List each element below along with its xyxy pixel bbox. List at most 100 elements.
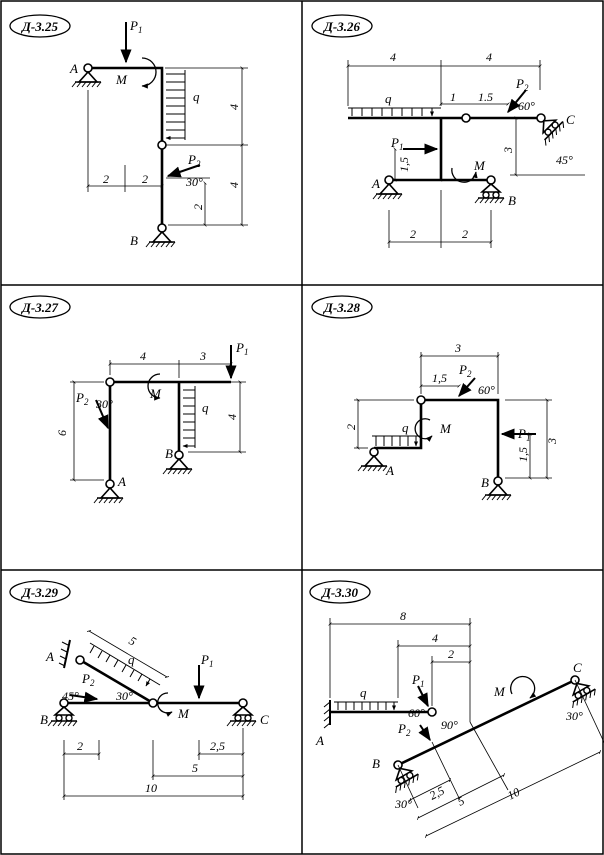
hinge	[105, 377, 115, 387]
svg-text:1,5: 1,5	[516, 447, 530, 462]
svg-text:P2: P2	[515, 76, 529, 93]
svg-text:2,5: 2,5	[427, 783, 447, 802]
problem-d325: Д-3.25 A B	[9, 14, 248, 248]
svg-text:P1: P1	[411, 672, 424, 689]
svg-text:30°: 30°	[394, 797, 412, 811]
hinge	[427, 707, 437, 717]
problem-tag: Д-3.26	[311, 14, 373, 38]
svg-text:8: 8	[400, 609, 406, 623]
svg-text:A: A	[371, 176, 380, 191]
dimension-lines	[328, 618, 604, 839]
svg-text:2,5: 2,5	[210, 739, 225, 753]
moment-arrow	[510, 675, 537, 699]
dimension-lines	[70, 360, 246, 482]
svg-text:B: B	[508, 193, 516, 208]
problem-tag: Д-3.30	[309, 580, 371, 604]
svg-text:5: 5	[127, 633, 139, 648]
svg-text:6: 6	[55, 430, 69, 436]
svg-text:2: 2	[142, 172, 148, 186]
hinge	[461, 113, 471, 123]
svg-text:P1: P1	[517, 426, 530, 443]
moment-arrow	[414, 418, 433, 442]
hinge	[416, 395, 426, 405]
force-arrow	[95, 399, 109, 430]
moment-arrow	[157, 692, 173, 717]
moment-arrow	[147, 373, 161, 401]
dimension-lines	[62, 630, 245, 800]
svg-text:P1: P1	[200, 652, 213, 669]
problem-d326: Д-3.26	[311, 14, 585, 248]
svg-text:5: 5	[455, 793, 467, 808]
svg-text:4: 4	[225, 414, 239, 420]
svg-text:A: A	[385, 463, 394, 478]
svg-text:B: B	[481, 475, 489, 490]
support-pin-b	[145, 223, 176, 248]
support-roller-b	[381, 754, 422, 794]
svg-text:1,5: 1,5	[432, 371, 447, 385]
svg-text:A: A	[315, 733, 324, 748]
svg-text:30°: 30°	[115, 689, 133, 703]
svg-text:5: 5	[192, 761, 198, 775]
svg-text:C: C	[260, 712, 269, 727]
svg-text:Д-3.29: Д-3.29	[21, 585, 58, 600]
support-roller-c	[558, 669, 599, 709]
svg-text:2: 2	[77, 739, 83, 753]
svg-text:4: 4	[486, 50, 492, 64]
beam	[88, 66, 164, 225]
wall-support-a	[58, 639, 71, 669]
svg-text:Д-3.27: Д-3.27	[21, 300, 58, 315]
problem-tag: Д-3.27	[9, 295, 71, 319]
svg-text:M: M	[439, 421, 452, 436]
dimension-lines	[346, 60, 585, 248]
distributed-load	[372, 435, 421, 446]
svg-text:30°: 30°	[185, 175, 203, 189]
hinge	[148, 698, 158, 708]
svg-text:10: 10	[145, 781, 157, 795]
svg-text:2: 2	[462, 227, 468, 241]
svg-text:q: q	[402, 420, 409, 435]
svg-text:90°: 90°	[441, 718, 458, 732]
svg-text:2: 2	[344, 424, 358, 430]
moment-arrow	[141, 57, 157, 89]
svg-text:4: 4	[140, 349, 146, 363]
svg-text:q: q	[193, 89, 200, 104]
svg-text:3: 3	[199, 349, 206, 363]
moment-arrow	[451, 167, 478, 183]
svg-text:Д-3.25: Д-3.25	[21, 19, 58, 34]
svg-text:B: B	[372, 756, 380, 771]
hinge	[75, 655, 85, 665]
svg-text:P2: P2	[397, 721, 411, 738]
problem-d330: Д-3.30	[309, 580, 604, 839]
problem-tag: Д-3.25	[9, 14, 71, 38]
svg-text:60°: 60°	[478, 383, 495, 397]
svg-text:q: q	[385, 91, 392, 106]
svg-text:P1: P1	[129, 18, 142, 35]
svg-text:M: M	[493, 684, 506, 699]
force-arrow	[507, 89, 527, 114]
dimension-lines	[86, 66, 248, 227]
svg-text:30°: 30°	[95, 397, 113, 411]
svg-text:C: C	[566, 112, 575, 127]
svg-text:3: 3	[454, 341, 461, 355]
svg-text:2: 2	[410, 227, 416, 241]
svg-text:q: q	[128, 652, 135, 667]
svg-text:60°: 60°	[518, 99, 535, 113]
dimension-lines	[354, 352, 552, 480]
svg-text:2: 2	[191, 204, 205, 210]
svg-text:B: B	[130, 233, 138, 248]
svg-text:Д-3.28: Д-3.28	[323, 300, 360, 315]
problem-d328: Д-3.28 A B M q P1	[311, 295, 559, 501]
svg-text:4: 4	[390, 50, 396, 64]
beam	[348, 116, 540, 182]
svg-text:10: 10	[505, 785, 522, 803]
svg-text:1.5: 1.5	[478, 90, 493, 104]
force-arrow	[69, 691, 99, 703]
svg-text:P2: P2	[75, 390, 89, 407]
svg-text:1: 1	[450, 90, 456, 104]
force-arrow	[418, 724, 431, 742]
svg-text:2: 2	[448, 647, 454, 661]
svg-text:A: A	[69, 61, 78, 76]
svg-text:3: 3	[501, 147, 515, 154]
svg-text:P2: P2	[81, 671, 95, 688]
